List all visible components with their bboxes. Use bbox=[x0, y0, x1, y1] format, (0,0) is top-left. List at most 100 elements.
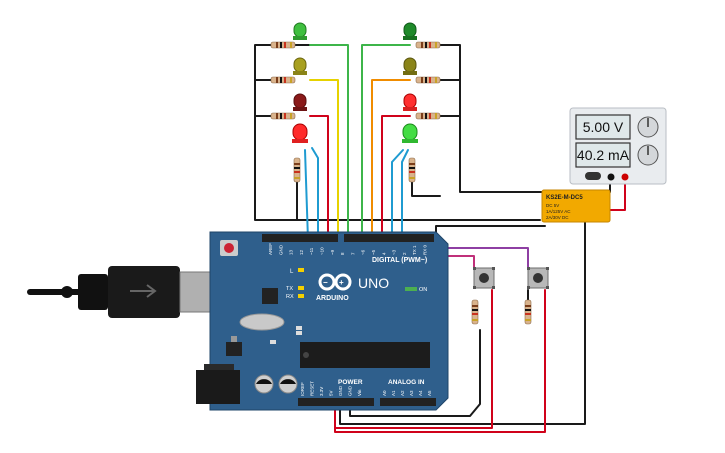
led-green-right bbox=[403, 22, 417, 40]
svg-text:+: + bbox=[339, 278, 344, 287]
wires bbox=[254, 44, 626, 433]
power-pin-label-2: 3.3V bbox=[319, 387, 324, 396]
digital-pin-label-3: 12 bbox=[299, 249, 304, 255]
digital-header-right bbox=[344, 234, 434, 242]
analog-pin-label-2: A2 bbox=[400, 390, 405, 396]
wire-green-right bbox=[361, 44, 411, 241]
model-label: UNO bbox=[358, 275, 389, 291]
wire-red-right bbox=[381, 115, 411, 241]
led-darkred-left bbox=[293, 93, 307, 111]
wire-orange-right bbox=[371, 79, 411, 241]
terminal-positive[interactable] bbox=[621, 173, 629, 181]
terminal-negative[interactable] bbox=[607, 173, 615, 181]
led-olive-right bbox=[403, 57, 417, 75]
tx-label: TX bbox=[286, 286, 293, 292]
svg-text:−: − bbox=[323, 278, 328, 287]
digital-pin-label-4: ~11 bbox=[309, 247, 314, 255]
relay-line1: DC 5V bbox=[546, 203, 559, 208]
pushbutton-2[interactable] bbox=[527, 267, 549, 289]
digital-pin-label-6: ~9 bbox=[330, 249, 335, 255]
digital-pin-label-11: 4 bbox=[381, 252, 386, 255]
digital-pin-label-2: 13 bbox=[289, 249, 294, 255]
analog-pin-label-0: A0 bbox=[382, 390, 387, 396]
digital-header-left bbox=[262, 234, 338, 242]
digital-pin-label-8: 7 bbox=[350, 252, 355, 255]
power-pin-label-1: RESET bbox=[310, 381, 315, 396]
resistor-button-2 bbox=[524, 299, 532, 325]
power-pin-label-4: GND bbox=[338, 385, 343, 396]
led-array-right bbox=[402, 22, 441, 183]
led-rgb-left bbox=[292, 123, 308, 143]
voltage-readout: 5.00 V bbox=[583, 119, 624, 135]
analog-pin-label-3: A3 bbox=[409, 390, 414, 396]
led-array-left bbox=[270, 22, 308, 183]
rx-label: RX bbox=[286, 294, 294, 300]
wire-relay-ps-red bbox=[607, 179, 626, 211]
usb-chip bbox=[262, 288, 278, 304]
wire-red-left bbox=[309, 115, 329, 241]
wire-rgb-green-right bbox=[401, 149, 409, 241]
digital-pin-label-0: AREF bbox=[268, 243, 273, 255]
resistor-4 bbox=[293, 157, 301, 183]
digital-pin-label-10: ~5 bbox=[371, 249, 376, 255]
wire-green-left bbox=[309, 44, 349, 241]
dc-power-jack bbox=[196, 364, 240, 404]
led-rgb-right bbox=[402, 123, 418, 143]
resistor-1 bbox=[270, 41, 296, 49]
resistor-button-1 bbox=[471, 299, 479, 325]
analog-pin-label-5: A5 bbox=[427, 390, 432, 396]
wire-gnd-buttons bbox=[349, 329, 481, 417]
wire-yellow-left bbox=[309, 79, 339, 241]
digital-pin-label-1: GND bbox=[278, 244, 283, 255]
pushbutton-1[interactable] bbox=[473, 267, 495, 289]
usb-cable bbox=[27, 266, 229, 318]
crystal bbox=[239, 313, 285, 331]
relay-model: KS2E-M-DC5 bbox=[546, 195, 583, 201]
power-pin-label-3: 5V bbox=[329, 390, 334, 396]
led-l-label: L bbox=[290, 269, 294, 275]
voltage-regulator bbox=[226, 342, 242, 356]
power-label: POWER bbox=[338, 379, 363, 386]
power-pin-label-0: IOREF bbox=[300, 382, 305, 396]
digital-pin-label-7: 8 bbox=[340, 252, 345, 255]
analog-header bbox=[380, 398, 436, 406]
digital-pin-label-12: ~3 bbox=[392, 249, 397, 255]
resistor-2 bbox=[270, 76, 296, 84]
wire-rgb-green-left bbox=[304, 149, 309, 241]
arduino-logo: − + bbox=[318, 273, 352, 291]
digital-pin-label-13: 2 bbox=[402, 252, 407, 255]
resistor-3 bbox=[270, 112, 296, 120]
relay-module: KS2E-M-DC5 DC 5V 1A/125V AC 2A/30V DC bbox=[541, 189, 611, 223]
analog-pin-label-4: A4 bbox=[418, 390, 423, 396]
digital-label: DIGITAL (PWM~) bbox=[372, 257, 427, 264]
power-supply: 5.00 V 40.2 mA bbox=[569, 107, 667, 185]
led-olive-left bbox=[293, 57, 307, 75]
atmega-chip bbox=[300, 342, 430, 368]
relay-line2: 1A/125V AC bbox=[546, 209, 571, 214]
wire-ground-right bbox=[439, 44, 546, 193]
current-readout: 40.2 mA bbox=[577, 147, 630, 163]
digital-pin-label-5: ~10 bbox=[320, 247, 325, 255]
analog-label: ANALOG IN bbox=[388, 379, 425, 386]
power-switch[interactable] bbox=[585, 172, 601, 180]
power-pin-label-5: GND bbox=[348, 385, 353, 396]
analog-pin-label-1: A1 bbox=[391, 390, 396, 396]
arduino-board: DIGITAL (PWM~) L TX RX − + UNO ARDUINO O… bbox=[209, 231, 449, 411]
resistor-8 bbox=[408, 157, 416, 183]
power-pin-label-6: Vin bbox=[357, 389, 362, 396]
resistor-7 bbox=[415, 112, 441, 120]
wire-relay-arduino bbox=[339, 221, 586, 425]
wire-rgb-blue-left bbox=[311, 147, 319, 241]
on-label: ON bbox=[419, 287, 427, 293]
led-green-left bbox=[293, 22, 307, 40]
wire-rgb-right-ground bbox=[411, 179, 441, 197]
brand-label: ARDUINO bbox=[316, 295, 349, 302]
voltage-display bbox=[575, 114, 631, 140]
digital-pin-label-9: ~6 bbox=[361, 249, 366, 255]
wire-5v-button-1 bbox=[334, 289, 546, 433]
relay-line3: 2A/30V DC bbox=[546, 215, 569, 220]
power-header bbox=[298, 398, 374, 406]
resistor-5 bbox=[415, 41, 441, 49]
wire-5v-button-2 bbox=[334, 289, 493, 429]
